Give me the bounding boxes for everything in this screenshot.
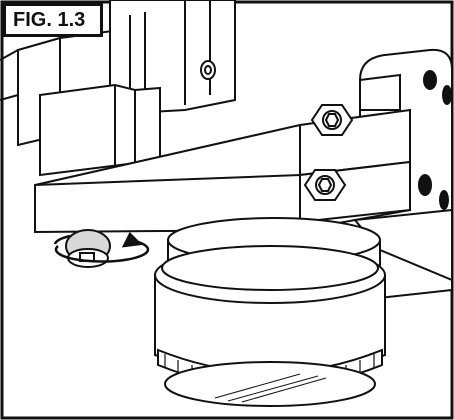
- figure-label: FIG. 1.3: [3, 3, 103, 37]
- horizontal-bar: [34, 108, 411, 234]
- rotate-arrow-icon: [53, 231, 150, 263]
- upper-mechanism: [0, 0, 236, 177]
- hex-bolt-upper: [310, 104, 354, 136]
- hex-bolt-lower: [303, 169, 347, 201]
- lens-assembly: [154, 217, 386, 407]
